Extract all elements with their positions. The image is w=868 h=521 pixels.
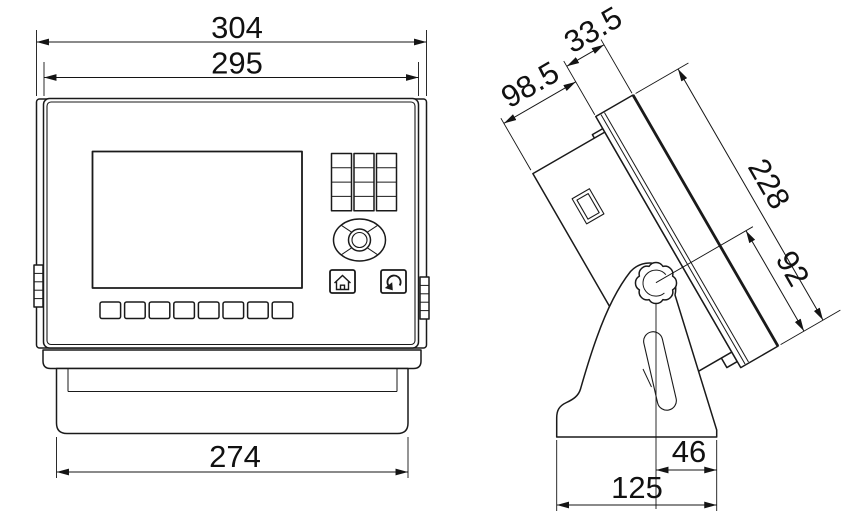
nav-hub-inner: [351, 231, 368, 249]
dim-line-92: [745, 230, 805, 332]
softkey: [123, 301, 146, 320]
extension-line: [600, 39, 633, 94]
dim-line-98-5: [503, 81, 577, 124]
nav-pad: [332, 218, 387, 262]
rear-connector-inner: [576, 193, 600, 220]
dim-274: 274: [56, 437, 409, 478]
nav-separator: [367, 224, 379, 233]
dim-304: 304: [36, 10, 427, 96]
dim-label-228: 228: [741, 153, 797, 215]
dim-295: 295: [43, 46, 419, 96]
nav-separator: [367, 247, 379, 256]
return-arrow-head: [384, 282, 393, 291]
dim-label-295: 295: [211, 46, 263, 81]
dim-line-33-5: [566, 44, 605, 67]
dim-label-304: 304: [211, 10, 263, 45]
side-view: 98.5 33.5 228 92 46 125: [495, 0, 841, 511]
softkey: [197, 301, 220, 320]
front-view: 304 295 274: [33, 10, 430, 478]
softkey-row: [99, 301, 294, 320]
return-arrow-icon: [386, 274, 402, 288]
side-knob-left: [33, 264, 44, 308]
softkey: [222, 301, 245, 320]
softkey: [246, 301, 269, 320]
rear-connector: [571, 188, 605, 225]
display-screen: [91, 150, 303, 289]
dim-label-274: 274: [209, 439, 261, 474]
softkey: [148, 301, 171, 320]
softkey: [173, 301, 196, 320]
side-knob-right: [419, 276, 430, 320]
extension-line: [780, 309, 841, 346]
extension-line: [563, 60, 596, 115]
bracket-slot: [643, 331, 677, 411]
dim-label-46: 46: [672, 434, 706, 469]
numeric-keypad: [330, 152, 398, 212]
nav-separator: [340, 224, 352, 233]
dim-label-92: 92: [769, 245, 817, 292]
clamp-knob: [634, 261, 678, 305]
home-icon: [334, 274, 351, 291]
dim-46: 46: [656, 434, 718, 476]
dim-label-98-5: 98.5: [495, 54, 565, 114]
nav-separator: [340, 247, 352, 256]
extension-line: [635, 62, 689, 94]
side-bezel-line: [600, 114, 746, 365]
dim-label-125: 125: [611, 470, 663, 505]
dim-125: 125: [556, 440, 718, 511]
knob-inner-arc: [642, 269, 667, 297]
home-button: [329, 269, 356, 294]
softkey: [271, 301, 294, 320]
extension-line: [500, 117, 532, 171]
bottom-plate: [42, 349, 422, 370]
indicator-bezel-inner-edge: [46, 101, 416, 346]
stand-base-front: [55, 367, 409, 435]
softkey: [99, 301, 122, 320]
side-bezel-line: [604, 112, 749, 363]
back-button: [380, 269, 407, 294]
slot-notch-line: [642, 368, 652, 388]
